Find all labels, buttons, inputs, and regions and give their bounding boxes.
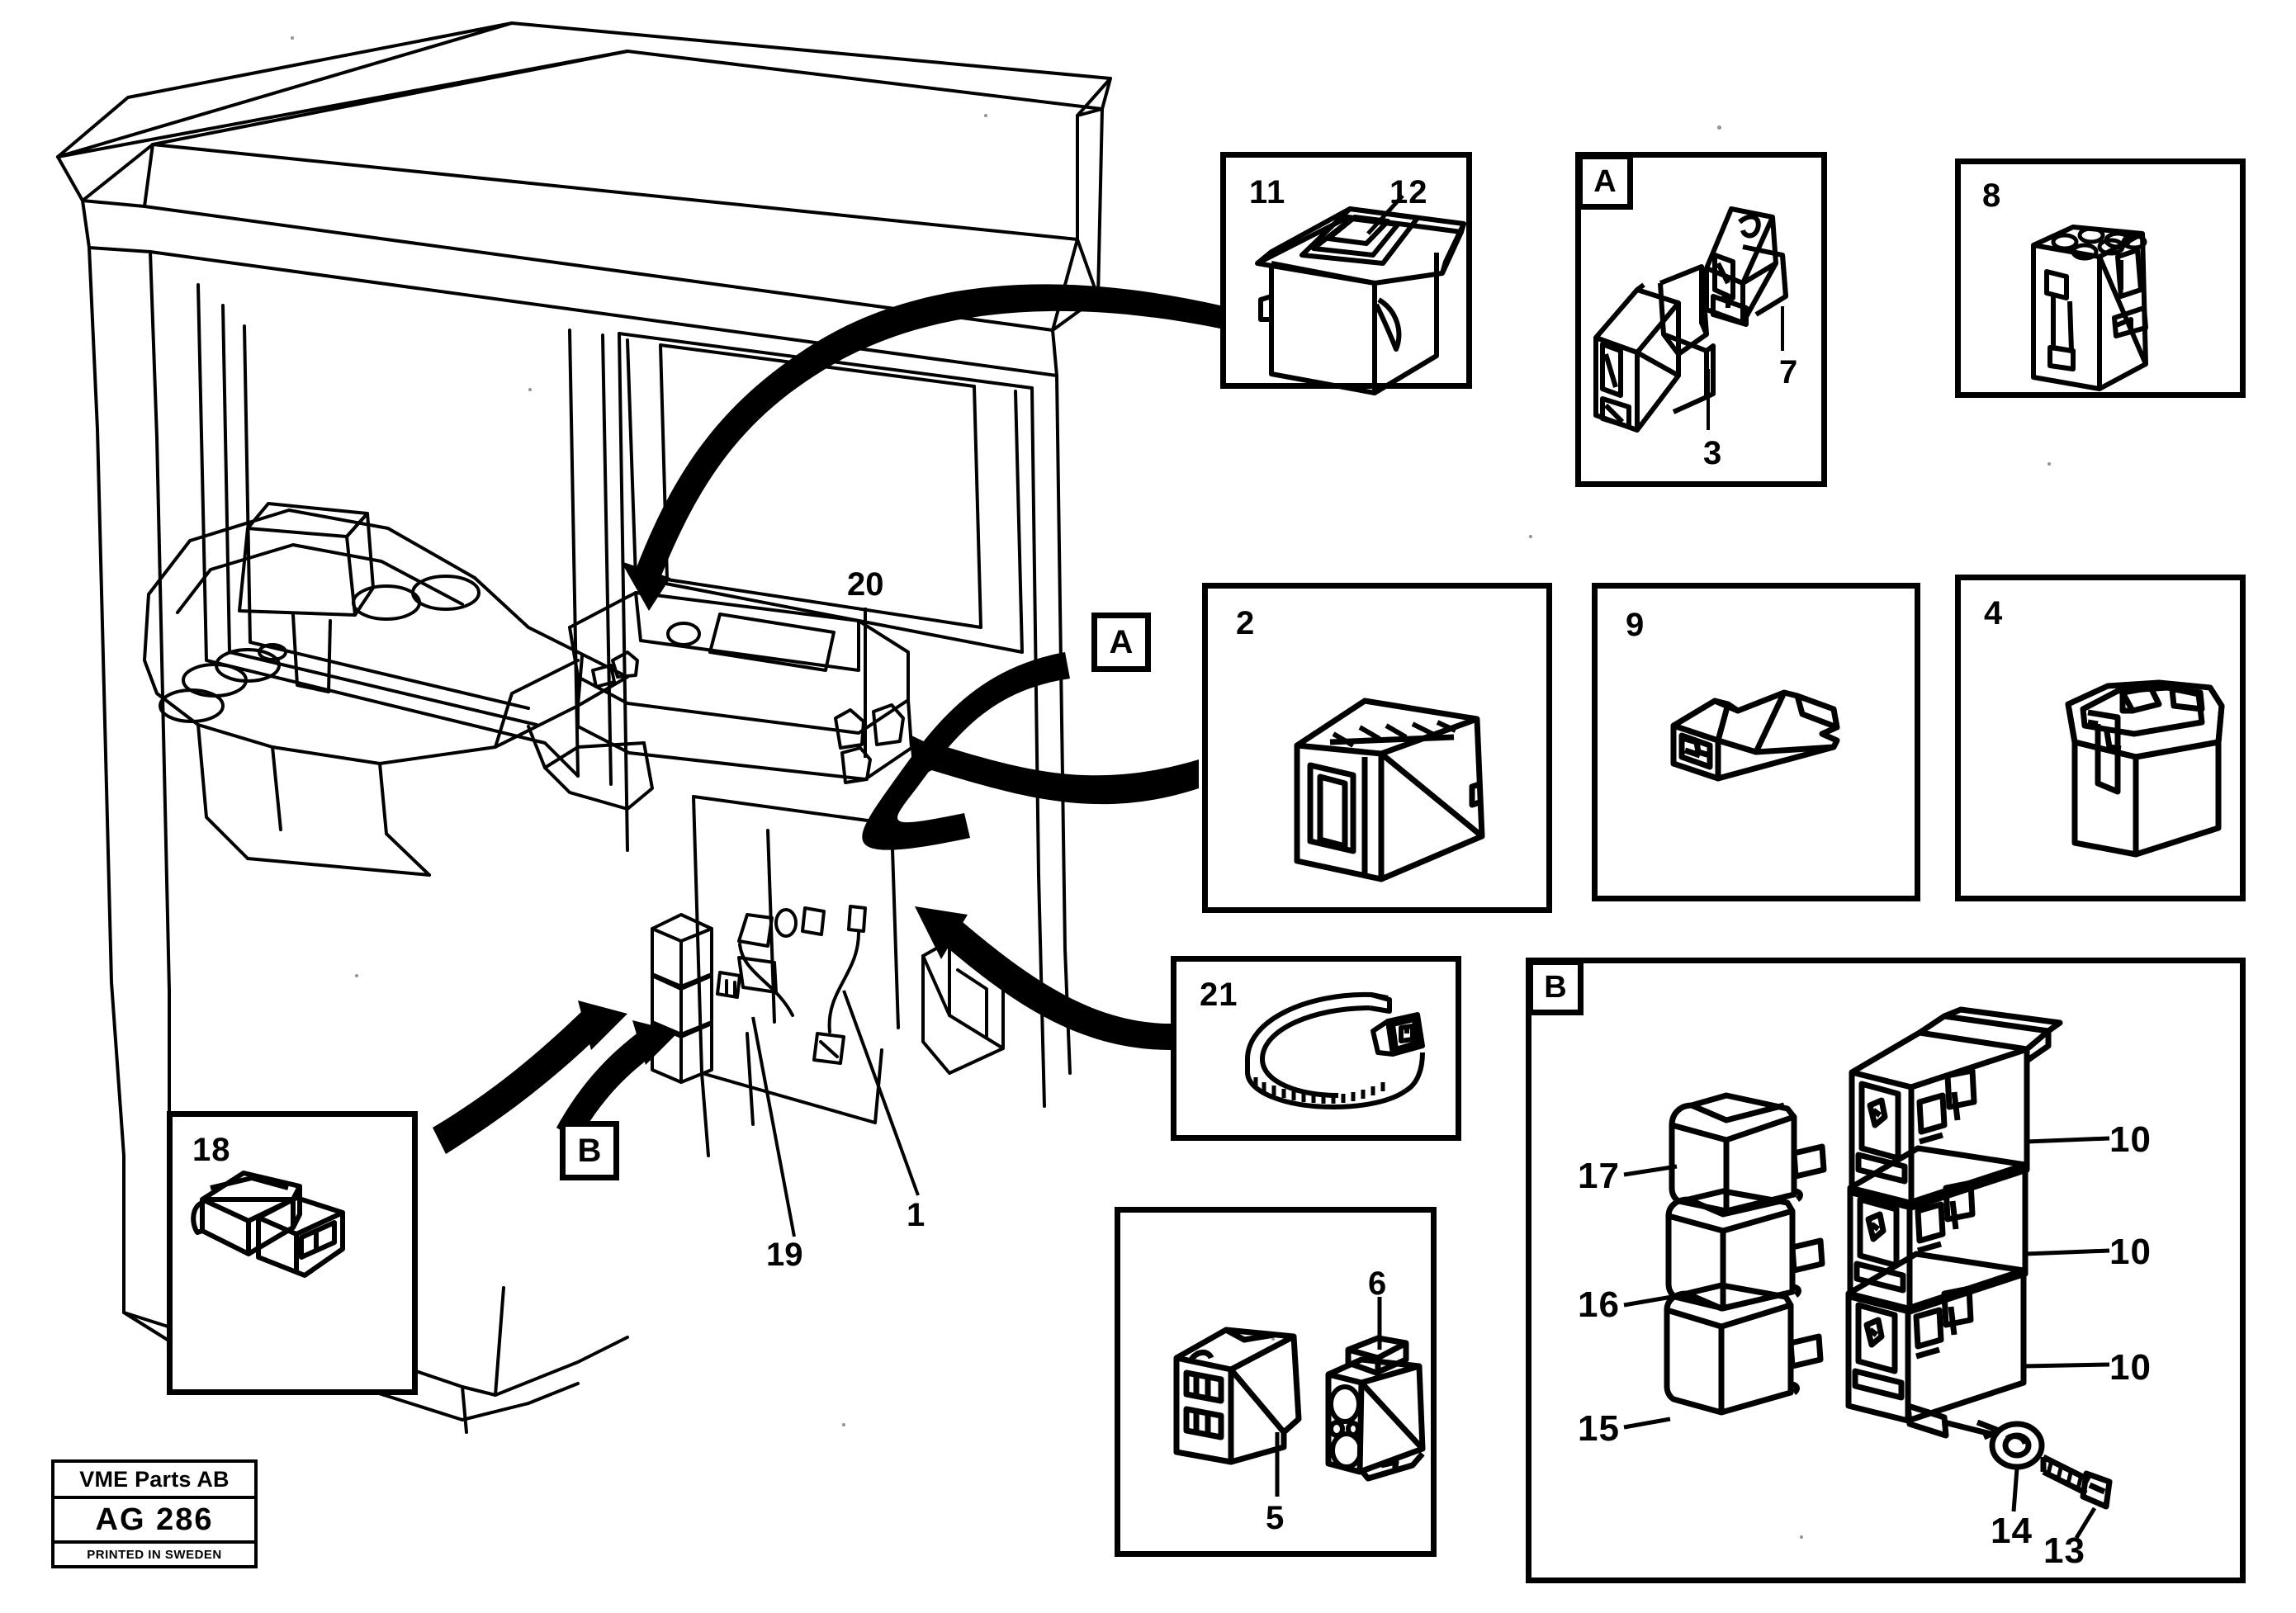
title-block-brand: VME Parts AB	[54, 1463, 254, 1499]
callout-19: 19	[766, 1237, 803, 1273]
part-number-14: 14	[1991, 1511, 2033, 1551]
part-number-3: 3	[1703, 435, 1723, 471]
scan-speck	[984, 114, 987, 117]
reference-tag-b-in-box: B	[1527, 959, 1584, 1015]
flat-connector-sleeve-illustration	[1670, 689, 1840, 782]
scan-speck	[1271, 1337, 1275, 1341]
part-number-10-top: 10	[2109, 1119, 2152, 1160]
reference-tag-a[interactable]: A	[1091, 613, 1151, 672]
part-number-17: 17	[1578, 1156, 1620, 1196]
detail-box-a[interactable]: A 3 7	[1575, 152, 1827, 487]
two-pole-connector-illustration	[191, 1171, 345, 1278]
reference-tag-b[interactable]: B	[560, 1121, 619, 1180]
part-number-16: 16	[1578, 1284, 1620, 1325]
part-number-7: 7	[1779, 354, 1799, 390]
flasher-relay-illustration	[1294, 698, 1485, 882]
detail-box-21[interactable]: 21	[1171, 956, 1461, 1141]
part-number-10-middle: 10	[2109, 1232, 2152, 1272]
relay-socket-illustration	[2031, 225, 2148, 391]
rocker-switch-illustration	[1255, 194, 1466, 395]
relay-base-illustration	[2065, 679, 2225, 858]
detail-box-5-6[interactable]: 5 6	[1115, 1207, 1437, 1557]
part-number-21: 21	[1200, 977, 1238, 1013]
detail-box-11-12[interactable]: 11 12	[1220, 152, 1472, 395]
scan-speck	[1529, 535, 1532, 538]
part-number-10-bottom: 10	[2109, 1347, 2152, 1388]
title-block-printed: PRINTED IN SWEDEN	[87, 1547, 222, 1562]
connector-housings-illustration	[1593, 206, 1788, 433]
relay-stack-illustration	[1623, 1006, 2113, 1540]
detail-box-4[interactable]: 4	[1955, 575, 2246, 901]
part-number-15: 15	[1578, 1408, 1620, 1449]
part-number-6: 6	[1368, 1265, 1388, 1302]
cable-tie-illustration	[1245, 991, 1425, 1109]
detail-box-9[interactable]: 9	[1592, 583, 1920, 901]
part-number-5: 5	[1266, 1500, 1285, 1536]
title-block: VME Parts AB AG 286 PRINTED IN SWEDEN	[51, 1459, 258, 1568]
scan-speck	[291, 36, 294, 40]
detail-box-2[interactable]: 2	[1202, 583, 1552, 913]
scan-speck	[355, 974, 358, 977]
detail-box-18[interactable]: 18	[167, 1111, 418, 1395]
part-number-9: 9	[1626, 607, 1645, 643]
scan-speck	[842, 1423, 845, 1426]
scan-speck	[528, 388, 532, 391]
part-number-4: 4	[1984, 595, 2004, 631]
scan-speck	[1717, 125, 1721, 130]
callout-20: 20	[847, 566, 884, 603]
connector-and-terminal-illustration	[1173, 1297, 1426, 1497]
part-number-8: 8	[1982, 177, 2002, 214]
part-number-11: 11	[1249, 174, 1286, 210]
detail-box-8[interactable]: 8	[1955, 158, 2246, 398]
callout-1: 1	[907, 1197, 926, 1233]
scan-speck	[1800, 1535, 1803, 1539]
scan-speck	[2047, 462, 2051, 466]
part-number-18: 18	[192, 1132, 231, 1168]
part-number-2: 2	[1236, 605, 1256, 641]
detail-box-b[interactable]: B 17 16 15 10 10 10 14 13	[1526, 958, 2246, 1583]
reference-tag-a-in-box: A	[1577, 154, 1633, 210]
title-block-code: AG 286	[54, 1499, 254, 1544]
